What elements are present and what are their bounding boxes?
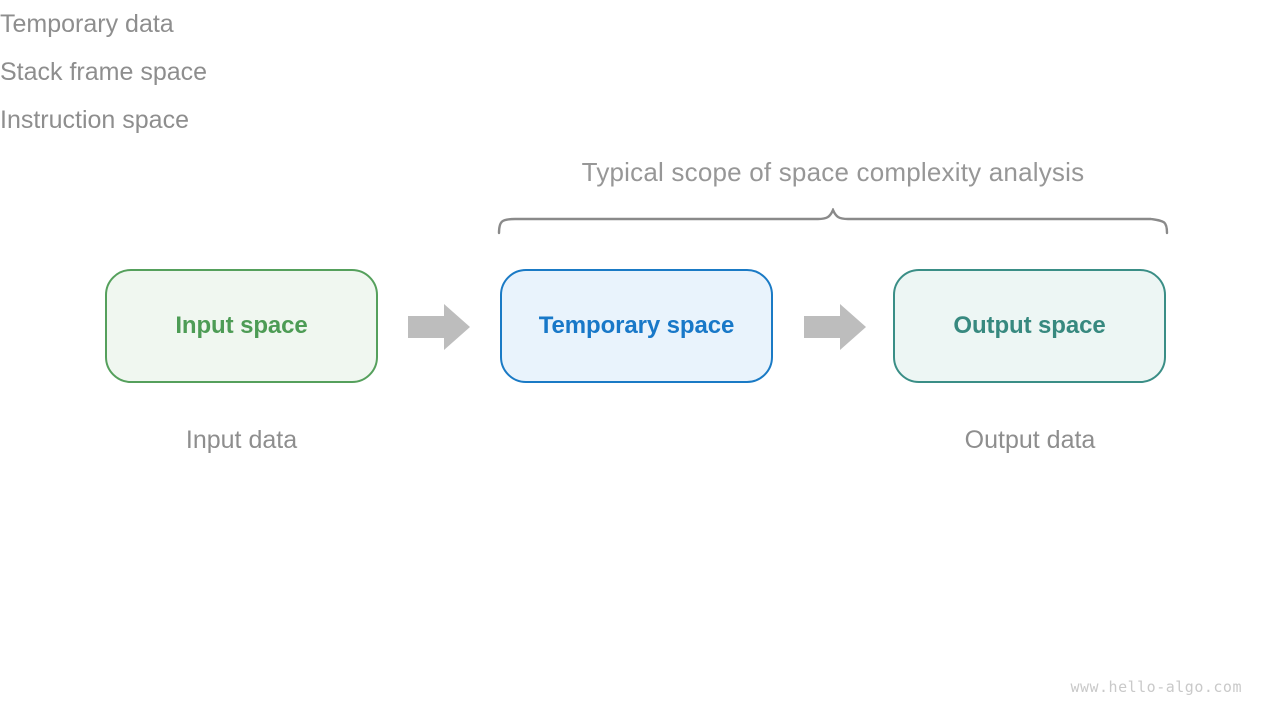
output-data-label: Output data [964,426,1096,454]
arrow-right-shape [804,304,866,350]
instruction-space-label: Instruction space [0,106,189,134]
scope-brace-path [497,208,1169,235]
watermark: www.hello-algo.com [1070,678,1242,696]
input-space-label: Input space [175,312,308,339]
temporary-data-list: Temporary data Stack frame space Instruc… [0,0,1280,144]
temporary-space-box: Temporary space [500,269,773,383]
output-space-label: Output space [953,312,1106,339]
arrow-right-shape [408,304,470,350]
diagram-title: Typical scope of space complexity analys… [581,157,1085,187]
input-data-label: Input data [185,426,298,454]
arrow-right-icon [408,304,470,350]
scope-brace [497,208,1169,235]
stack-frame-space-label: Stack frame space [0,58,208,86]
input-space-box: Input space [105,269,378,383]
temporary-data-label: Temporary data [0,10,174,38]
output-space-box: Output space [893,269,1166,383]
temporary-space-label: Temporary space [538,312,735,339]
arrow-right-icon [804,304,866,350]
